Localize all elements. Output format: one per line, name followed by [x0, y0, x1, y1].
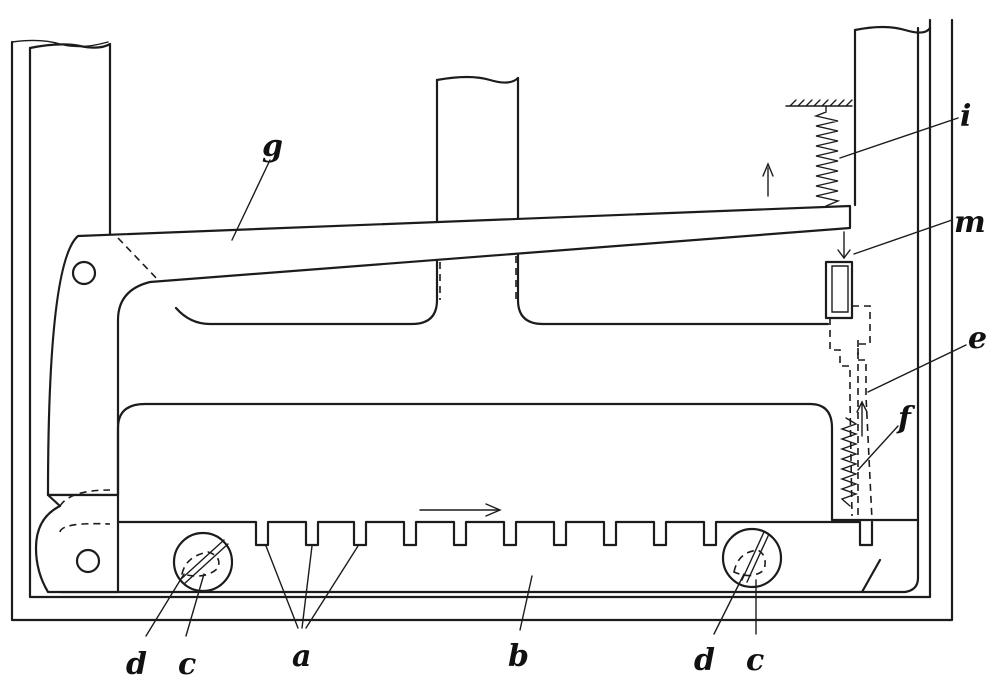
arrow-right-rack: [419, 503, 502, 517]
label-f: f: [896, 401, 916, 436]
label-m: m: [954, 205, 986, 240]
spring-i: [785, 99, 853, 207]
label-i: i: [960, 99, 971, 134]
lever-upper-pivot: [71, 260, 97, 286]
center-post: [174, 75, 830, 326]
spring-f: [839, 400, 868, 507]
screw-right: [721, 527, 783, 589]
rack-frame: [116, 402, 920, 594]
label-b: b: [508, 639, 529, 674]
label-a: a: [292, 639, 311, 674]
rack-bar-b: [58, 520, 874, 594]
lever-g: [46, 204, 852, 497]
slide-e: [829, 305, 873, 521]
label-e: e: [968, 321, 987, 356]
pawl-m: [824, 231, 854, 320]
leader-lines: [145, 117, 967, 637]
label-d-right: d: [694, 643, 715, 678]
screw-left: [172, 531, 234, 593]
label-c-left: c: [178, 647, 196, 682]
label-g: g: [262, 129, 283, 164]
lower-pivot: [34, 489, 120, 594]
label-d-left: d: [126, 647, 147, 682]
outer-frame: [10, 18, 954, 622]
arrow-up-lever: [762, 162, 774, 197]
left-post: [28, 42, 112, 238]
label-c-right: c: [746, 643, 764, 678]
right-post: [853, 25, 932, 522]
